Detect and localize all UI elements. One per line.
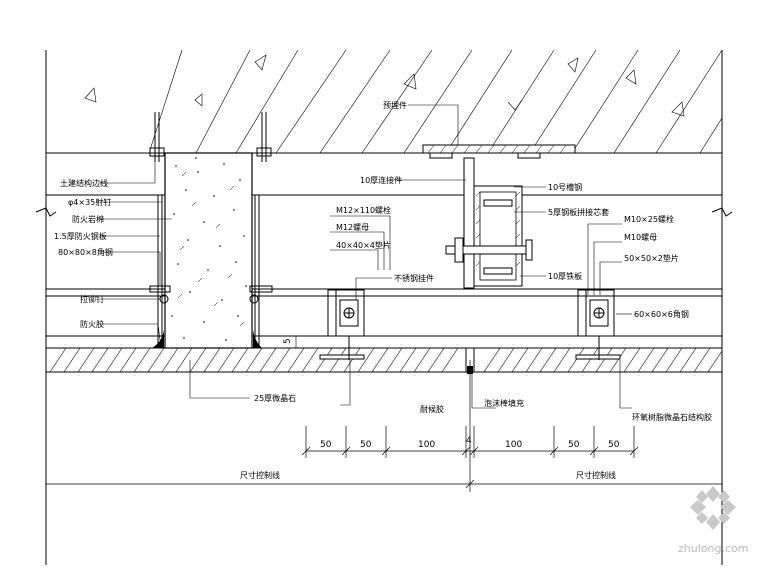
label-stainless-hanger: 不锈钢挂件 bbox=[394, 273, 434, 283]
label-iron-plate: 10厚铁板 bbox=[548, 271, 582, 281]
dim-value: 50 bbox=[360, 440, 372, 450]
rail-lines bbox=[46, 288, 722, 337]
label-epoxy: 环氧树脂微晶石结构胶 bbox=[632, 412, 712, 422]
label-granite: 25厚微晶石 bbox=[254, 393, 296, 403]
label-connector-10: 10厚连接件 bbox=[360, 175, 402, 185]
label-control-left: 尺寸控制线 bbox=[240, 470, 280, 480]
dim-value: 50 bbox=[320, 440, 332, 450]
fire-steel-plate bbox=[157, 195, 260, 348]
label-pull-rivet: 拉铆钉 bbox=[80, 294, 104, 304]
label-angle-60: 60×60×6角钢 bbox=[634, 309, 689, 319]
hanger-right bbox=[575, 289, 621, 360]
fire-glue bbox=[152, 330, 262, 348]
label-nut-m10: M10螺母 bbox=[624, 232, 657, 242]
label-structure-edge: 土建结构边线 bbox=[60, 178, 108, 188]
label-washer: 40×40×4垫片 bbox=[336, 240, 391, 250]
label-sealant: 耐候胶 bbox=[420, 404, 444, 414]
watermark-logo bbox=[690, 486, 736, 530]
rock-wool-block bbox=[164, 152, 253, 349]
break-mark-left bbox=[35, 207, 57, 217]
label-fire-glue: 防火胶 bbox=[80, 319, 104, 329]
label-rock-wool: 防火岩棉 bbox=[72, 214, 104, 224]
hanger-left bbox=[319, 289, 365, 360]
control-lines bbox=[45, 360, 723, 492]
break-mark-right bbox=[711, 207, 733, 217]
leader-lines bbox=[100, 104, 632, 409]
label-fire-plate: 1.5厚防火钢板 bbox=[54, 231, 107, 241]
label-nut-m12: M12螺母 bbox=[336, 222, 369, 232]
dim-value: 50 bbox=[568, 440, 580, 450]
label-bolt-m12: M12×110螺栓 bbox=[336, 205, 391, 215]
label-angle-80: 80×80×8角钢 bbox=[58, 247, 113, 257]
label-foam: 泡沫棒填充 bbox=[484, 398, 524, 408]
dim-value: 50 bbox=[608, 440, 620, 450]
label-control-right: 尺寸控制线 bbox=[576, 470, 616, 480]
pull-rivets bbox=[149, 285, 273, 304]
label-rivet: φ4×35射钉 bbox=[68, 197, 111, 207]
label-washer-small: 50×50×2垫片 bbox=[624, 253, 679, 263]
label-steel-sleeve: 5厚钢板拼接芯套 bbox=[548, 207, 609, 217]
watermark-text: zhulong.com bbox=[678, 542, 748, 555]
label-bolt-m10: M10×25螺栓 bbox=[624, 214, 674, 224]
label-embed-plate: 预埋件 bbox=[383, 100, 407, 110]
granite-slab bbox=[45, 347, 723, 374]
label-channel-10: 10号槽钢 bbox=[548, 182, 582, 192]
dim-value: 100 bbox=[505, 440, 522, 450]
dim-value: 4 bbox=[466, 436, 472, 446]
anchor-rivets bbox=[149, 112, 272, 162]
embed-plate-assembly bbox=[422, 144, 576, 289]
dim-5-label: 5 bbox=[283, 338, 293, 344]
dim-value: 100 bbox=[418, 440, 435, 450]
dim-5-marker bbox=[288, 335, 300, 349]
